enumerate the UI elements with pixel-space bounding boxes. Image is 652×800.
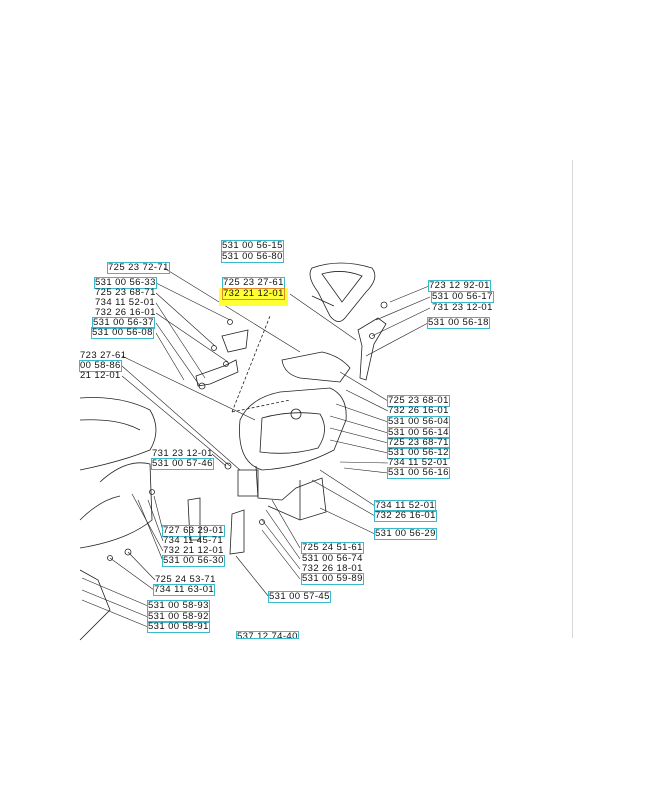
part-number-label[interactable]: 725 23 27-61 xyxy=(222,277,285,289)
part-number-label[interactable]: 531 00 57-46 xyxy=(151,458,214,470)
part-number-label[interactable]: 732 26 16-01 xyxy=(95,307,156,318)
part-number-label[interactable]: 723 27-61 xyxy=(80,350,127,361)
steering-wheel xyxy=(309,262,376,322)
part-number-label[interactable]: 734 11 52-01 xyxy=(95,297,156,308)
part-number-label[interactable]: 00 58-86 xyxy=(79,360,122,372)
steering-bracket xyxy=(357,301,388,381)
part-number-label[interactable]: 531 00 56-18 xyxy=(427,317,490,329)
leader-lines xyxy=(81,267,431,628)
part-number-label[interactable]: 531 00 58-92 xyxy=(147,611,210,623)
part-number-label[interactable]: 725 24 51-61 xyxy=(301,542,364,554)
part-number-label[interactable]: 531 00 56-30 xyxy=(162,555,225,567)
part-number-label[interactable]: 531 00 56-33 xyxy=(94,277,157,289)
dashboard-panel xyxy=(237,351,351,521)
part-number-label[interactable]: 531 00 56-29 xyxy=(374,528,437,540)
selected-part-label[interactable]: 732 21 12-01 xyxy=(222,288,285,300)
part-number-label[interactable]: 731 23 12-01 xyxy=(432,302,493,313)
part-number-label[interactable]: 537 12 74-40 xyxy=(236,631,299,639)
part-number-label[interactable]: 732 26 18-01 xyxy=(302,563,363,574)
part-number-label[interactable]: 531 00 56-12 xyxy=(387,447,450,459)
part-number-label[interactable]: 531 00 56-16 xyxy=(387,467,450,479)
fender-body xyxy=(79,397,157,641)
part-number-label[interactable]: 727 63 29-01 xyxy=(162,525,225,537)
page-divider xyxy=(572,160,573,638)
part-number-label[interactable]: 725 23 68-71 xyxy=(95,287,156,298)
part-number-label[interactable]: 531 00 56-74 xyxy=(302,553,363,564)
part-number-label[interactable]: 531 00 56-37 xyxy=(92,317,155,329)
part-number-label[interactable]: 731 23 12-01 xyxy=(152,448,213,459)
part-number-label[interactable]: 723 12 92-01 xyxy=(428,280,491,292)
part-number-label[interactable]: 732 26 16-01 xyxy=(374,510,437,522)
part-number-label[interactable]: 734 11 45-71 xyxy=(163,535,224,546)
part-number-label[interactable]: 725 23 72-71 xyxy=(107,262,170,274)
part-number-label[interactable]: 531 00 56-15 xyxy=(221,240,284,252)
part-number-label[interactable]: 734 11 63-01 xyxy=(152,584,216,596)
part-number-label[interactable]: 531 00 56-80 xyxy=(221,251,284,263)
part-number-label[interactable]: 725 24 53-71 xyxy=(155,574,216,585)
part-number-label[interactable]: 21 12-01 xyxy=(80,370,121,381)
part-number-label[interactable]: 531 00 56-14 xyxy=(387,427,450,439)
part-number-label[interactable]: 531 00 56-04 xyxy=(387,416,450,428)
part-number-label[interactable]: 531 00 57-45 xyxy=(268,591,331,603)
brackets xyxy=(107,319,265,561)
part-number-label[interactable]: 531 00 58-93 xyxy=(147,600,210,612)
part-number-label[interactable]: 732 21 12-01 xyxy=(163,545,224,556)
part-number-label[interactable]: 725 23 68-71 xyxy=(387,437,450,449)
guide-lines xyxy=(231,315,291,413)
part-number-label[interactable]: 531 00 56-17 xyxy=(431,291,494,303)
part-number-label[interactable]: 531 00 58-91 xyxy=(147,621,210,633)
part-number-label[interactable]: 734 11 52-01 xyxy=(373,500,437,512)
part-number-label[interactable]: 725 23 68-01 xyxy=(387,395,450,407)
part-number-label[interactable]: 732 26 16-01 xyxy=(388,405,449,416)
part-number-label[interactable]: 531 00 59-89 xyxy=(301,573,364,585)
part-number-label[interactable]: 734 11 52-01 xyxy=(388,457,449,468)
part-number-label[interactable]: 531 00 56-08 xyxy=(91,327,154,339)
